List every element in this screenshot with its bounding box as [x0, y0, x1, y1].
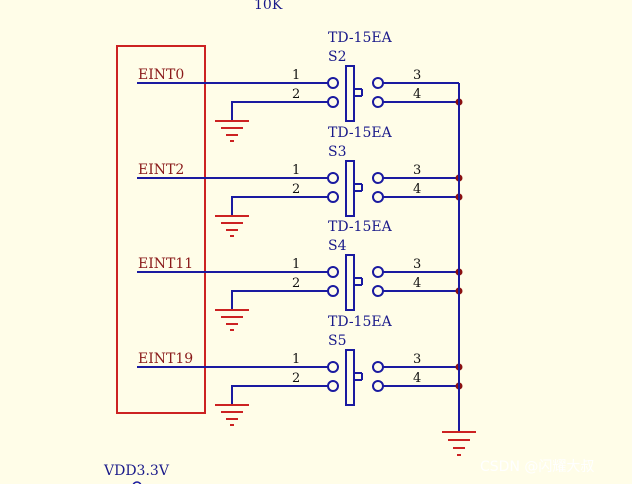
pin-terminal	[372, 361, 384, 373]
push-button-switch-icon	[327, 254, 384, 311]
pin-number: 2	[292, 371, 300, 386]
switch-part-label: TD-15EA	[328, 125, 393, 141]
net-label: EINT2	[138, 162, 184, 178]
pin-terminal	[327, 191, 339, 203]
pin-terminal	[327, 266, 339, 278]
switch-actuator	[345, 160, 355, 217]
switch-ref-label: S5	[328, 333, 347, 349]
pin-terminal	[372, 380, 384, 392]
ground-icon	[215, 120, 249, 142]
pin-terminal	[372, 172, 384, 184]
pin-terminal	[372, 266, 384, 278]
switch-part-label: TD-15EA	[328, 219, 393, 235]
pin-terminal	[327, 77, 339, 89]
supply-terminal	[132, 481, 142, 484]
watermark: CSDN @闪耀大叔	[480, 459, 594, 475]
switch-part-label: TD-15EA	[328, 314, 393, 330]
ground-icon	[215, 309, 249, 331]
push-button-switch-icon	[327, 160, 384, 217]
pin-terminal	[327, 361, 339, 373]
pin-number: 4	[413, 371, 421, 386]
pin-number: 3	[413, 163, 421, 178]
net-label: EINT11	[138, 256, 193, 272]
pin-number: 1	[292, 68, 300, 83]
net-label: EINT0	[138, 67, 184, 83]
ground-wire	[231, 196, 329, 216]
pin-number: 1	[292, 352, 300, 367]
pin-terminal	[327, 172, 339, 184]
ground-icon	[442, 431, 476, 456]
pin-number: 4	[413, 182, 421, 197]
pin-terminal	[372, 77, 384, 89]
switch-ref-label: S2	[328, 49, 347, 65]
pin-number: 1	[292, 257, 300, 272]
pin-terminal	[372, 285, 384, 297]
pin-number: 4	[413, 87, 421, 102]
pin-number: 2	[292, 276, 300, 291]
push-button-switch-icon	[327, 349, 384, 406]
switch-ref-label: S4	[328, 238, 347, 254]
pin-number: 2	[292, 182, 300, 197]
switch-actuator	[345, 254, 355, 311]
switch-actuator	[345, 349, 355, 406]
ground-icon	[215, 404, 249, 426]
pin-terminal	[372, 191, 384, 203]
pin-terminal	[327, 96, 339, 108]
resistor-value-label: 10K	[254, 0, 283, 13]
pin-terminal	[372, 96, 384, 108]
connector-box	[116, 45, 206, 414]
ground-wire	[231, 290, 329, 310]
pin-number: 4	[413, 276, 421, 291]
switch-ref-label: S3	[328, 144, 347, 160]
pin-number: 2	[292, 87, 300, 102]
pin-terminal	[327, 380, 339, 392]
supply-label: VDD3.3V	[103, 463, 170, 479]
switch-actuator	[345, 65, 355, 122]
pin-number: 3	[413, 68, 421, 83]
pin-number: 1	[292, 163, 300, 178]
switch-part-label: TD-15EA	[328, 30, 393, 46]
ground-icon	[215, 215, 249, 237]
ground-wire	[231, 101, 329, 121]
ground-wire	[231, 385, 329, 405]
net-label: EINT19	[138, 351, 193, 367]
pin-terminal	[327, 285, 339, 297]
pin-number: 3	[413, 352, 421, 367]
pin-number: 3	[413, 257, 421, 272]
